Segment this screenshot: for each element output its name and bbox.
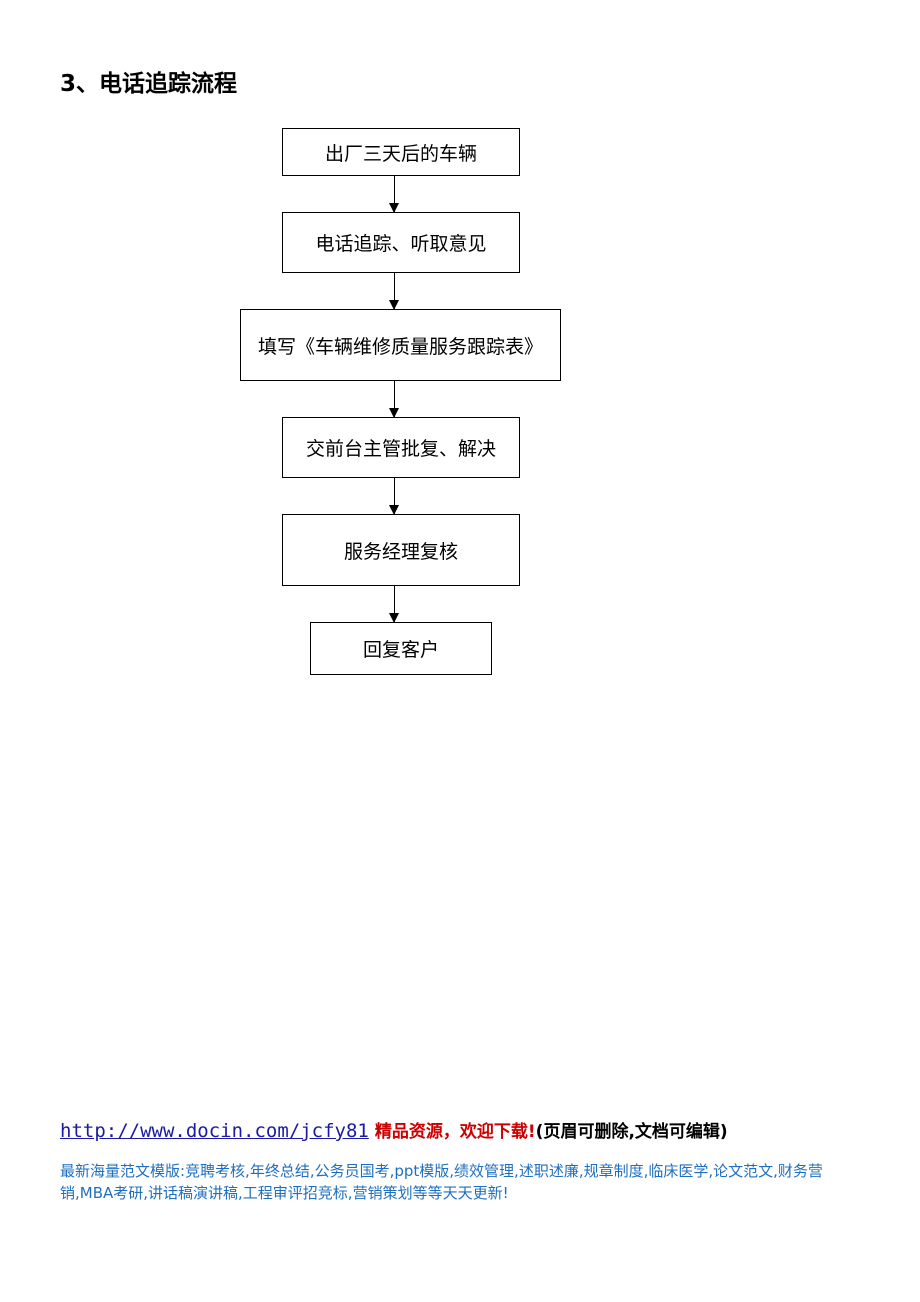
flow-step-vehicles-out: 出厂三天后的车辆	[282, 128, 520, 176]
docin-link[interactable]: http://www.docin.com/jcfy81	[60, 1120, 369, 1142]
flow-arrow-2	[389, 273, 399, 310]
flow-step-fill-form: 填写《车辆维修质量服务跟踪表》	[240, 309, 561, 381]
promo-text: 精品资源，欢迎下载!	[374, 1122, 536, 1142]
flow-step-phone-followup: 电话追踪、听取意见	[282, 212, 520, 273]
flow-arrow-3	[389, 381, 399, 418]
flow-arrow-5	[389, 586, 399, 623]
editable-note: (页眉可删除,文档可编辑)	[535, 1122, 728, 1142]
section-heading: 3、电话追踪流程	[60, 71, 238, 97]
flow-step-reply-customer: 回复客户	[310, 622, 492, 675]
footer-link-line: http://www.docin.com/jcfy81 精品资源，欢迎下载!(页…	[60, 1117, 728, 1142]
flow-arrow-1	[389, 176, 399, 213]
footer-description: 最新海量范文模版:竞聘考核,年终总结,公务员国考,ppt模版,绩效管理,述职述廉…	[60, 1162, 823, 1202]
flow-step-supervisor-approval: 交前台主管批复、解决	[282, 417, 520, 478]
flow-arrow-4	[389, 478, 399, 515]
flow-step-manager-review: 服务经理复核	[282, 514, 520, 586]
